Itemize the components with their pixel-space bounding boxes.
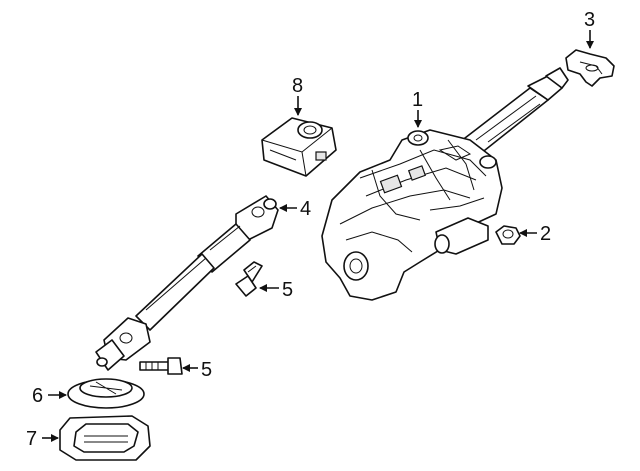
part-1-column-housing — [321, 129, 503, 301]
callout-5-lower: 5 — [201, 359, 212, 381]
part-8-module — [261, 117, 337, 177]
part-6-boot — [67, 378, 145, 409]
part-4-intermediate-shaft — [95, 195, 279, 371]
callout-6: 6 — [32, 385, 43, 407]
callout-7: 7 — [26, 428, 37, 450]
callout-3: 3 — [584, 9, 595, 31]
part-5-bolt-lower — [139, 357, 183, 375]
callout-5-upper: 5 — [282, 279, 293, 301]
callout-8: 8 — [292, 75, 303, 97]
part-2-nut — [495, 225, 521, 245]
callout-4: 4 — [300, 198, 311, 220]
part-5-bolt-upper — [235, 261, 263, 297]
part-3-bracket — [565, 49, 615, 87]
leader-lines — [42, 30, 594, 442]
callout-2: 2 — [540, 223, 551, 245]
part-7-grommet — [59, 415, 151, 461]
callout-labels: 1 2 3 4 5 5 6 7 8 — [26, 9, 595, 450]
callout-1: 1 — [412, 89, 423, 111]
